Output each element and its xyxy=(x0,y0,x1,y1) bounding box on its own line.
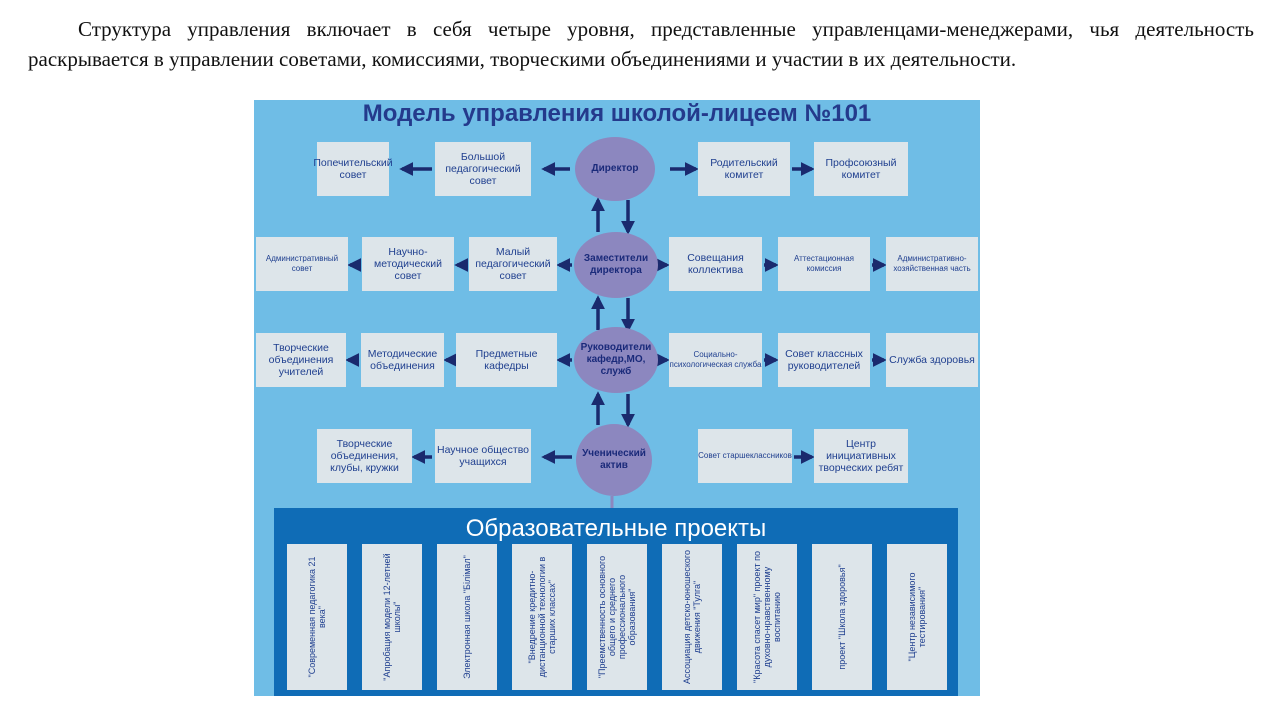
box-l4-right-1: Совет старшеклассников xyxy=(698,429,792,483)
project-item-2-label: "Апробация модели 12-летней школы" xyxy=(382,553,402,681)
box-l2-right-2: Аттестационная комиссия xyxy=(778,237,870,291)
box-l3-left-1: Предметные кафедры xyxy=(456,333,557,387)
project-item-3: Электронная школа "Білімал" xyxy=(437,544,497,690)
projects-title: Образовательные проекты xyxy=(465,515,767,542)
project-item-6-label: Ассоциация детско-юношеского движения "Т… xyxy=(682,550,702,684)
project-item-9-label: "Центр независимого тестирования" xyxy=(907,572,927,662)
hub-director: Директор xyxy=(575,137,655,201)
project-item-1-label: "Современная педагогика 21 века" xyxy=(307,556,327,678)
project-item-5: "Преемственность основного общего и сред… xyxy=(587,544,647,690)
project-item-8-label: проект "Школа здоровья" xyxy=(837,564,847,670)
hub-department-heads: Руководители кафедр,МО, служб xyxy=(574,327,658,393)
project-item-7-label: "Красота спасет мир" проект по духовно-н… xyxy=(752,551,782,683)
project-item-4: "Внедрение кредитно-дистанционной технол… xyxy=(512,544,572,690)
box-l2-right-3: Административно-хозяйственная часть xyxy=(886,237,978,291)
project-item-3-label: Электронная школа "Білімал" xyxy=(462,555,472,679)
hub-student-activists: Ученический актив xyxy=(576,424,652,496)
box-l1-left-2: Попечительский совет xyxy=(313,142,393,196)
box-l4-right-2: Центр инициативных творческих ребят xyxy=(814,429,908,483)
box-l2-left-2: Научно-методический совет xyxy=(362,237,454,291)
project-item-5-label: "Преемственность основного общего и сред… xyxy=(597,555,637,679)
diagram-title: Модель управления школой-лицеем №101 xyxy=(362,100,872,127)
box-l2-right-1: Совещания коллектива xyxy=(669,237,762,291)
box-l3-right-1: Социально-психологическая служба xyxy=(669,333,762,387)
box-l2-left-1: Малый педагогический совет xyxy=(469,237,557,291)
intro-paragraph: Структура управления включает в себя чет… xyxy=(28,17,1254,71)
box-l4-left-1: Научное общество учащихся xyxy=(435,429,531,483)
project-item-2: "Апробация модели 12-летней школы" xyxy=(362,544,422,690)
hub-deputies: Заместители директора xyxy=(574,232,658,298)
project-item-8: проект "Школа здоровья" xyxy=(812,544,872,690)
box-l3-left-2: Методические объединения xyxy=(361,333,444,387)
project-item-7: "Красота спасет мир" проект по духовно-н… xyxy=(737,544,797,690)
project-item-6: Ассоциация детско-юношеского движения "Т… xyxy=(662,544,722,690)
box-l4-left-2: Творческие объединения, клубы, кружки xyxy=(317,429,412,483)
box-l3-right-2: Совет классных руководителей xyxy=(778,333,870,387)
box-l1-left-1: Большой педагогический совет xyxy=(435,142,531,196)
box-l3-right-3: Служба здоровья xyxy=(886,333,978,387)
management-model-diagram: Модель управления школой-лицеем №101 Поп… xyxy=(254,100,980,696)
project-item-1: "Современная педагогика 21 века" xyxy=(287,544,347,690)
box-l1-right-1: Родительский комитет xyxy=(698,142,790,196)
box-l3-left-3: Творческие объединения учителей xyxy=(256,333,346,387)
box-l1-right-2: Профсоюзный комитет xyxy=(814,142,908,196)
project-item-4-label: "Внедрение кредитно-дистанционной технол… xyxy=(527,556,557,678)
project-item-9: "Центр независимого тестирования" xyxy=(887,544,947,690)
box-l2-left-3: Административный совет xyxy=(256,237,348,291)
